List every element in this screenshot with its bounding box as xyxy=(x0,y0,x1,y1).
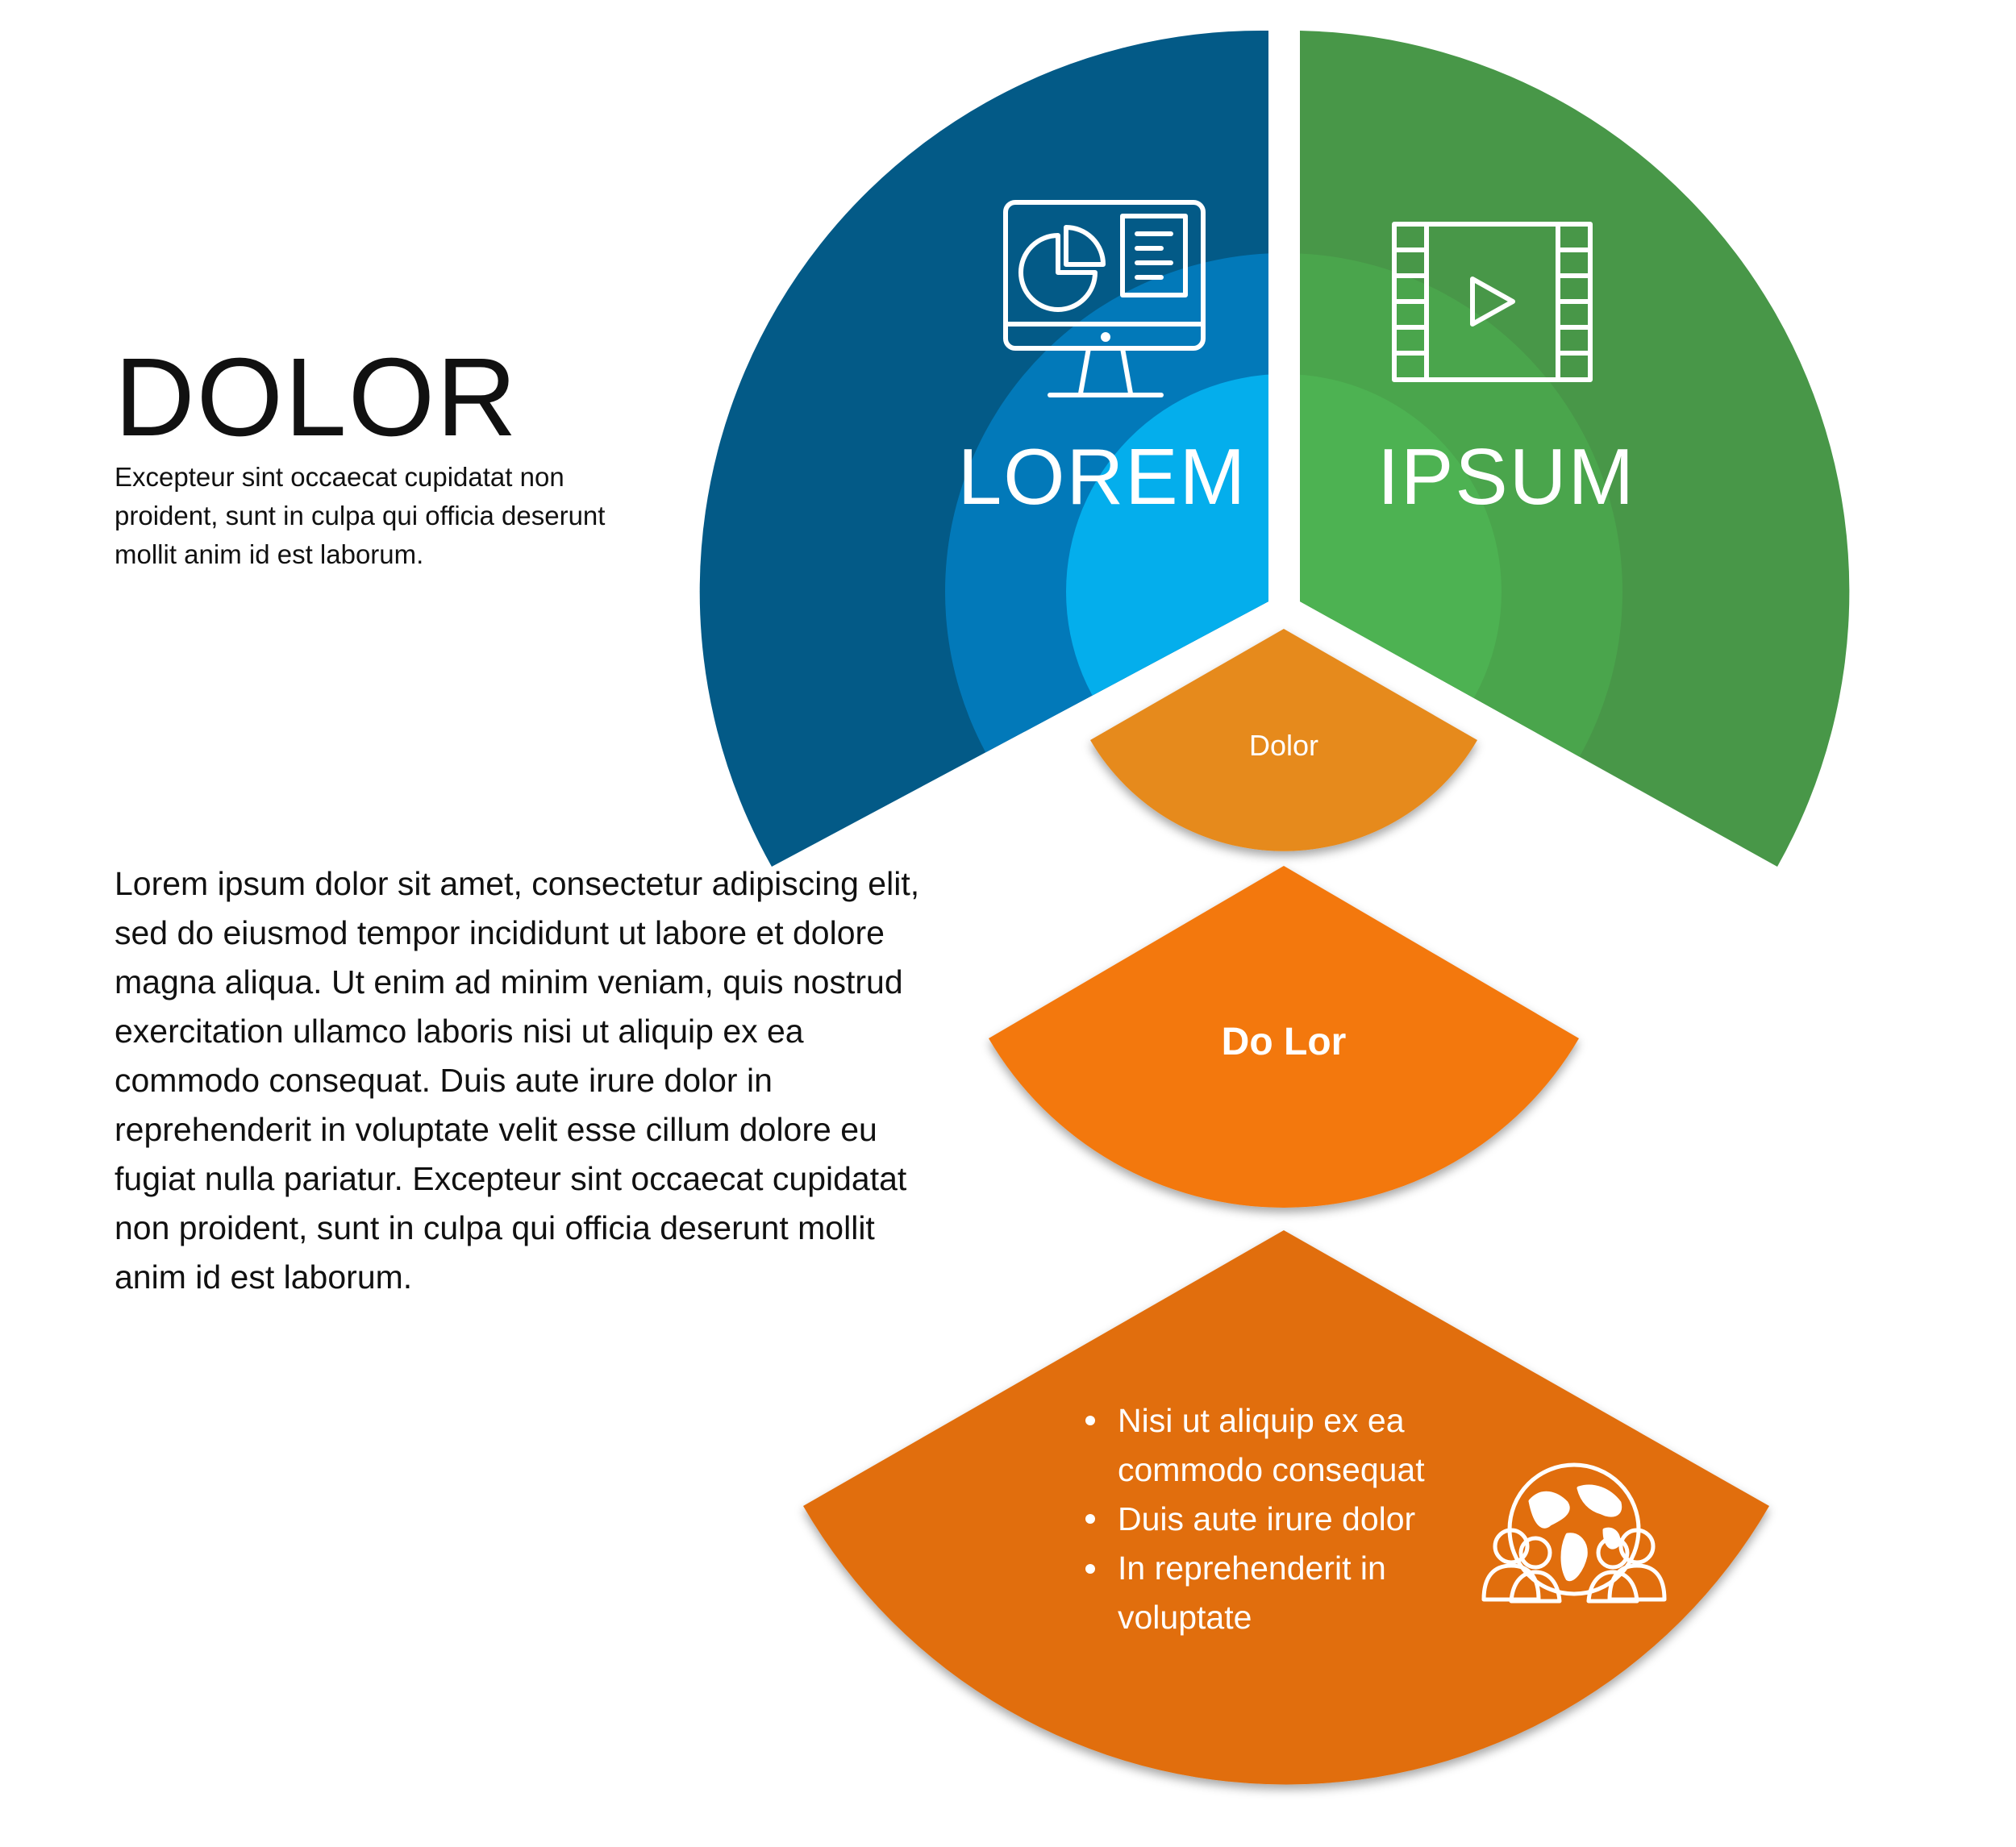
globe-people-icon xyxy=(1481,1462,1667,1604)
segment-dolor: Dolor xyxy=(1090,629,1477,851)
segment-do-lor: Do Lor xyxy=(989,866,1579,1208)
segment-bullets: Nisi ut aliquip ex ea commodo consequat … xyxy=(803,1230,1769,1785)
bullet-item-2: Duis aute irure dolor xyxy=(1118,1500,1415,1537)
bullet-dot xyxy=(1085,1564,1095,1574)
segment-bullets-shape xyxy=(803,1230,1769,1785)
segment-do-lor-label: Do Lor xyxy=(1222,1021,1347,1063)
bullet-item-1-line-2: commodo consequat xyxy=(1118,1451,1425,1488)
bullet-dot xyxy=(1085,1514,1095,1524)
bullet-item-1-line-1: Nisi ut aliquip ex ea xyxy=(1118,1402,1405,1439)
segment-lorem-label: LOREM xyxy=(958,432,1248,521)
segment-dolor-shape xyxy=(1090,629,1477,851)
bullet-item-3-line-2: voluptate xyxy=(1118,1599,1252,1636)
segment-ipsum-label: IPSUM xyxy=(1377,432,1635,521)
segment-do-lor-shape xyxy=(989,866,1579,1208)
monitor-chart-icon xyxy=(1003,200,1206,397)
bullet-dot xyxy=(1085,1416,1095,1425)
subtext: Excepteur sint occaecat cupidatat non pr… xyxy=(115,462,606,569)
segment-dolor-label: Dolor xyxy=(1249,729,1318,762)
bullet-item-3-line-1: In reprehenderit in xyxy=(1118,1550,1386,1587)
headline: DOLOR xyxy=(115,335,519,460)
body-paragraph: Lorem ipsum dolor sit amet, consectetur … xyxy=(115,865,920,1296)
film-play-icon xyxy=(1392,222,1593,382)
